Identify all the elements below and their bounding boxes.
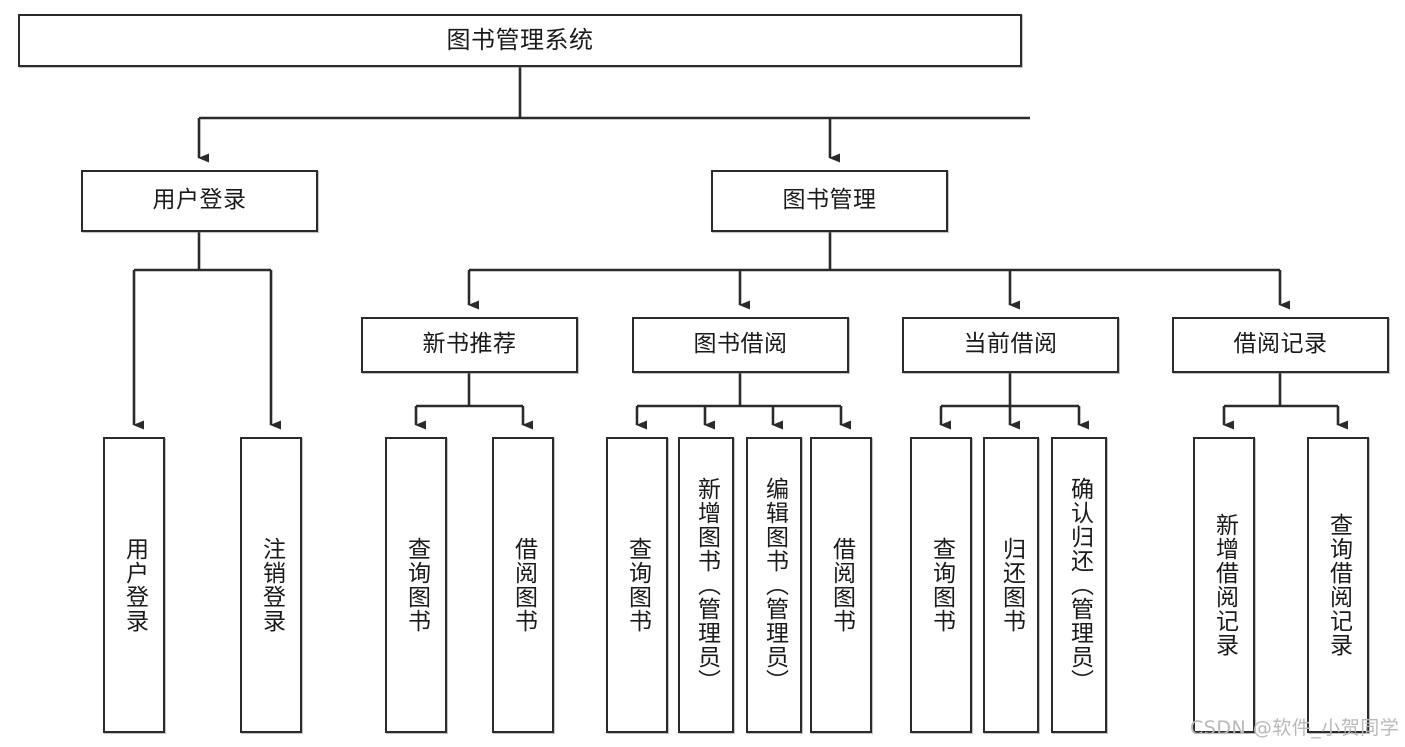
node-label: 借阅图书 (510, 537, 537, 633)
node-label: 当前借阅 (963, 331, 1058, 358)
leaf-current-borrow-return-books[interactable]: 归还图书 (983, 437, 1039, 733)
node-label: 查询图书 (624, 537, 651, 633)
leaf-book-borrow-query-books[interactable]: 查询图书 (606, 437, 668, 733)
leaf-borrow-record-query-record[interactable]: 查询借阅记录 (1307, 437, 1369, 733)
node-label: 借阅图书 (828, 537, 855, 633)
leaf-book-borrow-edit-book-admin[interactable]: 编辑图书（管理员） (746, 437, 802, 733)
node-label: 查询图书 (403, 537, 430, 633)
node-book-management[interactable]: 图书管理 (711, 170, 948, 232)
node-label: 新增图书（管理员） (693, 477, 720, 693)
node-label: 图书管理系统 (446, 26, 594, 55)
node-label: 编辑图书（管理员） (761, 477, 788, 693)
node-book-borrow[interactable]: 图书借阅 (632, 317, 849, 373)
node-label: 新增借阅记录 (1211, 513, 1238, 657)
node-label: 借阅记录 (1233, 331, 1328, 358)
node-label: 图书借阅 (693, 331, 788, 358)
node-label: 确认归还（管理员） (1066, 477, 1093, 693)
leaf-new-book-borrow-books[interactable]: 借阅图书 (492, 437, 554, 733)
node-new-book-recommend[interactable]: 新书推荐 (361, 317, 578, 373)
node-label: 新书推荐 (422, 331, 517, 358)
leaf-current-borrow-query-books[interactable]: 查询图书 (910, 437, 972, 733)
node-label: 用户登录 (152, 187, 247, 214)
node-label: 图书管理 (782, 187, 877, 214)
leaf-book-borrow-borrow-books[interactable]: 借阅图书 (810, 437, 872, 733)
leaf-borrow-record-add-record[interactable]: 新增借阅记录 (1193, 437, 1255, 733)
node-borrow-record[interactable]: 借阅记录 (1172, 317, 1389, 373)
node-root-book-management-system[interactable]: 图书管理系统 (18, 14, 1022, 67)
leaf-user-login-signin[interactable]: 用户登录 (103, 437, 165, 733)
node-label: 用户登录 (121, 537, 148, 633)
node-label: 查询借阅记录 (1325, 513, 1352, 657)
leaf-user-login-signout[interactable]: 注销登录 (240, 437, 302, 733)
node-label: 归还图书 (998, 537, 1025, 633)
leaf-new-book-query-books[interactable]: 查询图书 (385, 437, 447, 733)
node-label: 注销登录 (258, 537, 285, 633)
leaf-book-borrow-add-book-admin[interactable]: 新增图书（管理员） (678, 437, 734, 733)
node-current-borrow[interactable]: 当前借阅 (902, 317, 1119, 373)
csdn-watermark: CSDN @软件_小贺同学 (1190, 717, 1400, 739)
node-label: 查询图书 (928, 537, 955, 633)
node-user-login[interactable]: 用户登录 (81, 170, 318, 232)
leaf-current-borrow-confirm-return-admin[interactable]: 确认归还（管理员） (1051, 437, 1107, 733)
